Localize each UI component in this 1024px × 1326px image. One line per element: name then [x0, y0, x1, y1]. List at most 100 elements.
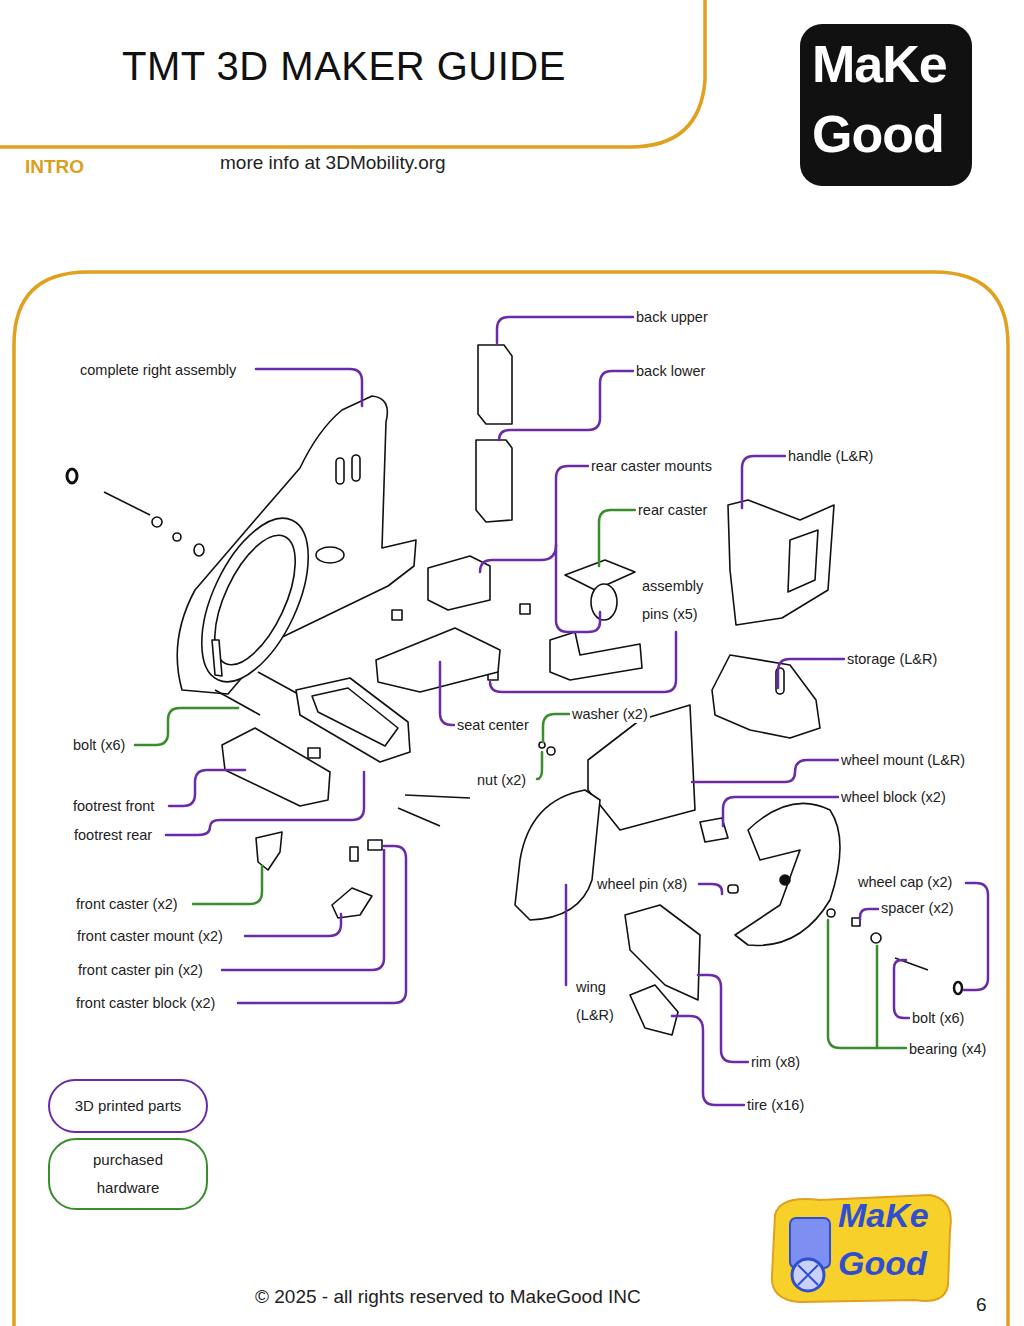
- leader-lines-printed: [672, 1016, 744, 1105]
- leader-lines-printed: [565, 885, 568, 985]
- leader-lines-hardware: [543, 714, 569, 742]
- part-drawing: [712, 655, 820, 738]
- logo-badge: [800, 24, 972, 186]
- sticker-logo: [772, 1195, 951, 1302]
- part-label: assembly pins (x5): [640, 572, 720, 628]
- part-drawing: [256, 832, 282, 870]
- section-tag: INTRO: [25, 156, 84, 178]
- part-drawing: [312, 688, 398, 746]
- part-label: front caster mount (x2): [75, 927, 225, 945]
- part-drawing: [332, 888, 372, 918]
- page-title: TMT 3D MAKER GUIDE: [122, 44, 566, 89]
- part-drawing: [258, 672, 300, 695]
- part-label: rear caster mounts: [589, 457, 714, 475]
- leader-lines-printed: [964, 883, 988, 990]
- part-drawing: [350, 847, 358, 861]
- part-drawing: [827, 909, 835, 917]
- part-drawing: [308, 748, 320, 758]
- page-number: 6: [976, 1294, 987, 1316]
- part-drawing: [336, 458, 344, 484]
- part-label: wing (L&R): [574, 973, 626, 1029]
- leader-lines-printed: [698, 975, 748, 1062]
- part-label: nut (x2): [475, 771, 528, 789]
- part-label: wheel pin (x8): [595, 875, 689, 893]
- part-label: bolt (x6): [910, 1009, 966, 1027]
- leader-lines-printed: [742, 456, 785, 508]
- leader-lines-printed: [490, 632, 676, 692]
- part-drawing: [67, 469, 77, 483]
- part-drawing: [539, 742, 545, 748]
- part-label: front caster (x2): [74, 895, 180, 913]
- sticker-logo: [798, 1265, 818, 1285]
- part-drawing: [392, 610, 402, 620]
- leader-lines-printed: [169, 770, 245, 806]
- part-drawing: [173, 533, 181, 541]
- part-drawing: [212, 640, 222, 676]
- leader-lines-hardware: [828, 920, 906, 1048]
- part-label: spacer (x2): [879, 899, 956, 917]
- part-label: footrest front: [71, 797, 156, 815]
- part-drawing: [550, 632, 642, 680]
- logo-text: Good: [838, 1244, 927, 1283]
- leader-lines-printed: [699, 884, 722, 894]
- info-link: more info at 3DMobility.org: [220, 152, 446, 174]
- part-drawing: [478, 345, 512, 424]
- part-drawing: [728, 500, 834, 625]
- leader-lines-printed: [166, 772, 364, 835]
- leader-lines-printed: [245, 914, 341, 936]
- leader-lines-printed: [860, 909, 878, 920]
- page-frame: [14, 272, 1008, 1326]
- part-drawing: [515, 790, 600, 920]
- part-label: wheel mount (L&R): [839, 751, 967, 769]
- logo-badge: [800, 24, 972, 186]
- leader-lines-printed: [256, 369, 362, 406]
- part-label: front caster pin (x2): [76, 961, 205, 979]
- part-label: back lower: [634, 362, 707, 380]
- part-label: footrest rear: [72, 826, 154, 844]
- leader-lines-hardware: [876, 946, 879, 1048]
- part-label: wheel block (x2): [839, 788, 948, 806]
- part-label: back upper: [634, 308, 710, 326]
- leader-lines-printed: [440, 662, 454, 725]
- part-drawing: [296, 678, 410, 762]
- part-drawing: [625, 905, 700, 1000]
- part-drawing: [630, 985, 678, 1035]
- part-drawing: [215, 690, 260, 715]
- part-drawing: [194, 544, 204, 556]
- part-drawing: [728, 885, 738, 893]
- part-drawing: [588, 705, 695, 830]
- part-drawing: [547, 747, 555, 755]
- part-label: handle (L&R): [786, 447, 875, 465]
- sticker-logo: [772, 1195, 951, 1302]
- legend-text: 3D printed parts: [72, 1092, 184, 1120]
- leader-lines-printed: [499, 371, 633, 440]
- part-label: bearing (x4): [907, 1040, 988, 1058]
- part-drawing: [104, 492, 150, 515]
- leader-lines-printed: [222, 850, 384, 970]
- part-label: rim (x8): [749, 1053, 802, 1071]
- leader-lines-printed: [556, 466, 600, 632]
- part-label: tire (x16): [745, 1096, 806, 1114]
- part-label: storage (L&R): [845, 650, 939, 668]
- part-drawing: [152, 517, 162, 527]
- leader-lines-hardware: [135, 510, 906, 1048]
- legend-box: 3D printed parts: [48, 1079, 208, 1133]
- part-label: front caster block (x2): [74, 994, 217, 1012]
- leader-lines-hardware: [135, 708, 238, 745]
- part-label: complete right assembly: [78, 361, 238, 379]
- part-drawing: [398, 795, 470, 826]
- leader-lines-printed: [692, 760, 838, 782]
- legend-box: purchased hardware: [48, 1138, 208, 1210]
- logo-text: MaKe: [812, 34, 947, 94]
- part-drawing: [180, 502, 331, 697]
- leader-lines-printed: [894, 960, 909, 1018]
- part-label: seat center: [455, 716, 531, 734]
- leader-lines-hardware: [193, 866, 262, 904]
- leader-lines-printed: [778, 659, 844, 688]
- logo-text: MaKe: [838, 1196, 929, 1235]
- leader-lines-hardware: [537, 752, 542, 779]
- part-drawing: [520, 604, 530, 614]
- part-label: washer (x2): [570, 705, 650, 723]
- legend-text: purchased hardware: [72, 1146, 184, 1202]
